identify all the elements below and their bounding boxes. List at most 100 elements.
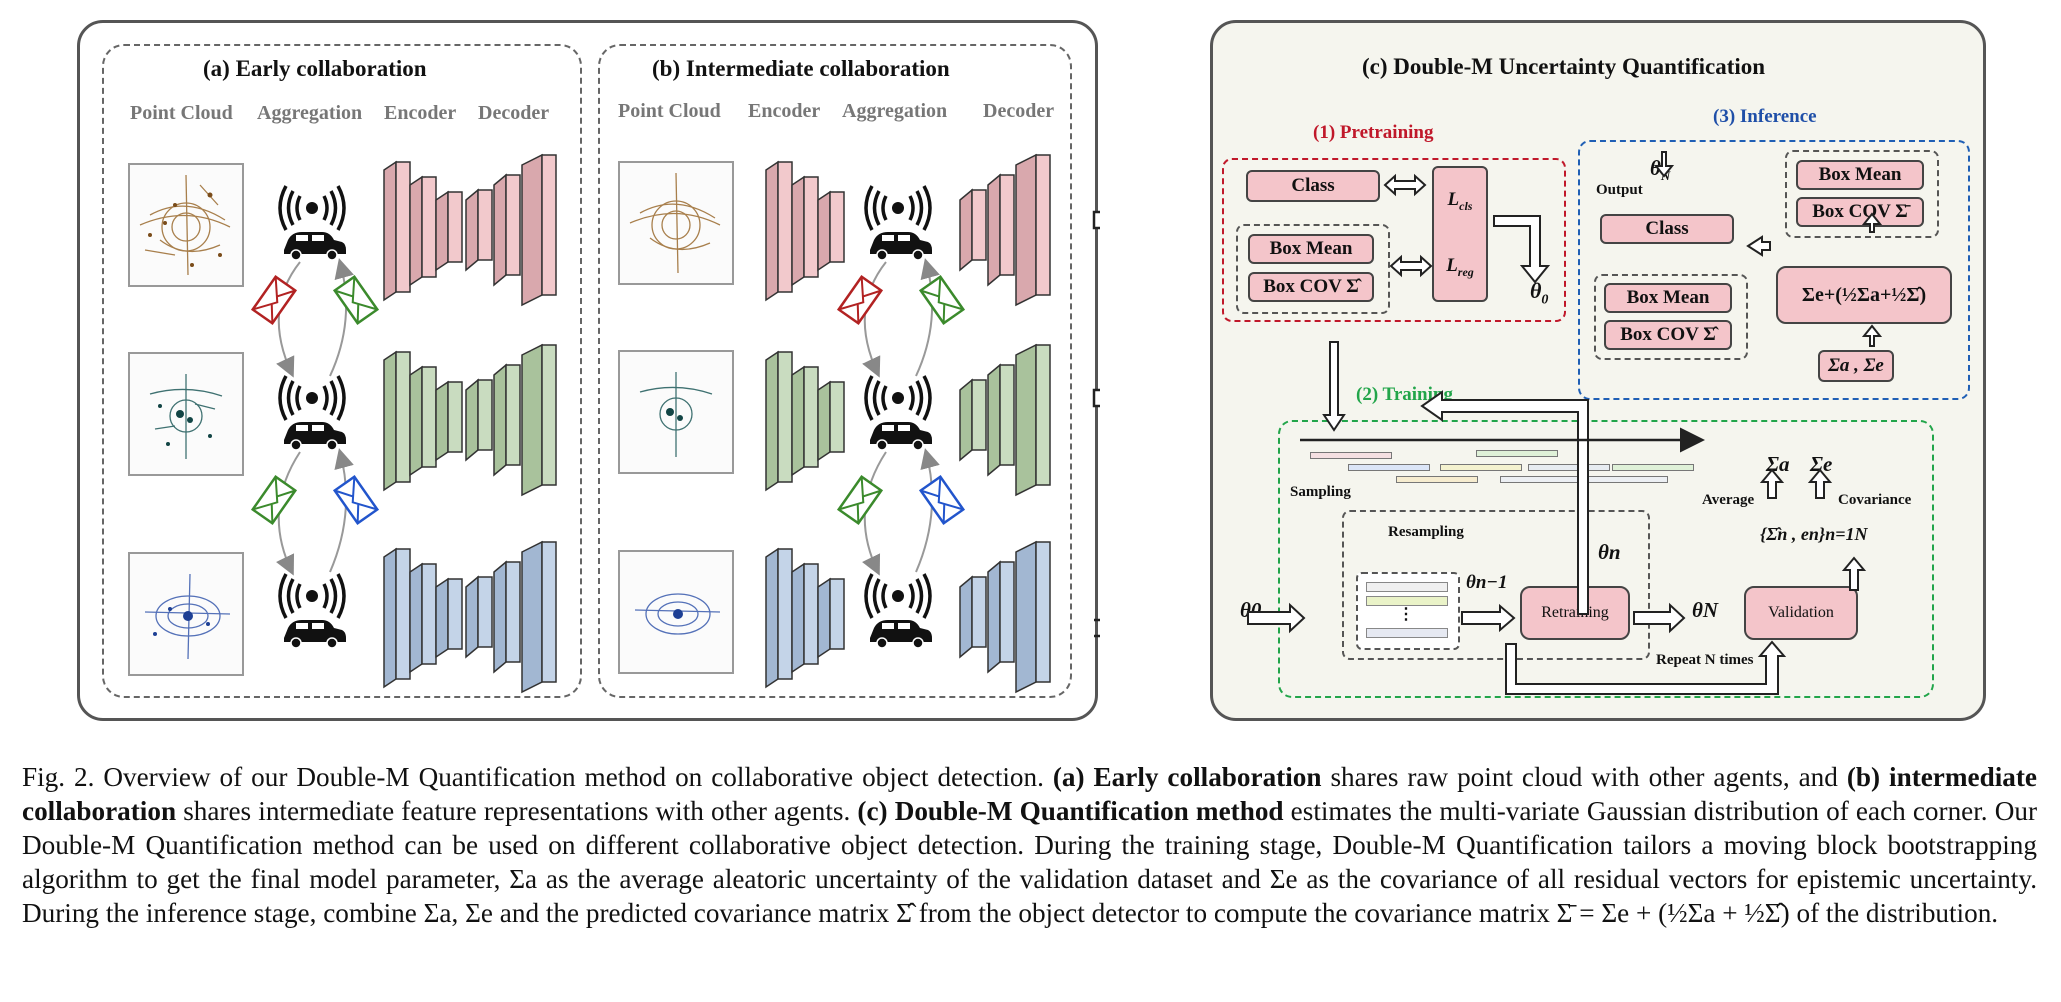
- a-row0-enc-0: [383, 160, 411, 302]
- b-row0-dec-0: [959, 188, 987, 272]
- training-theta-n-minus-1: θn−1: [1466, 572, 1508, 593]
- pretraining-title: (1) Pretraining: [1313, 122, 1434, 143]
- message-icon-a4: [332, 474, 380, 526]
- b-row1-enc-2: [817, 380, 845, 462]
- sample-block-2: [1366, 596, 1448, 606]
- sample-bar: [1396, 476, 1478, 483]
- agent-icon-b2: [864, 374, 934, 452]
- a-row2-enc-0: [383, 547, 411, 689]
- caption-s3: shares intermediate feature representati…: [176, 796, 858, 826]
- caption-s1: Overview of our Double-M Quantification …: [94, 762, 1053, 792]
- message-icon-a2: [332, 274, 380, 326]
- agent-icon-a1: [278, 184, 348, 262]
- a-header-point-cloud: Point Cloud: [130, 102, 233, 124]
- validation-box: Validation: [1744, 586, 1858, 640]
- intermediate-collaboration-panel: [598, 44, 1072, 698]
- inference-title: (3) Inference: [1713, 106, 1817, 127]
- b-row2-dec-0: [959, 575, 987, 659]
- retraining-box: Retraining: [1520, 586, 1630, 640]
- residual-set: {Σ̂n , en}n=1N: [1760, 524, 1868, 544]
- a-row1-enc-1: [409, 365, 437, 477]
- a-header-encoder: Encoder: [384, 102, 457, 124]
- b-header-decoder: Decoder: [983, 100, 1055, 122]
- a-row0-dec-1: [493, 173, 521, 287]
- a-row2-enc-1: [409, 562, 437, 674]
- average-label: Average: [1702, 492, 1755, 508]
- b-row1-enc-0: [765, 350, 793, 492]
- a-row1-enc-2: [435, 380, 463, 462]
- a-row0-dec-2: [521, 153, 557, 307]
- b-row2-enc-1: [791, 562, 819, 674]
- b-row0-enc-2: [817, 190, 845, 272]
- caption-s2: shares raw point cloud with other agents…: [1321, 762, 1847, 792]
- double-m-title: (c) Double-M Uncertainty Quantification: [1362, 54, 1766, 79]
- inference-box-cov-bottom: Box COV Σ̂: [1604, 320, 1732, 350]
- a-row1-dec-1: [493, 363, 521, 477]
- pretraining-box-group: [1236, 224, 1390, 314]
- point-cloud-image-2: [128, 352, 244, 476]
- collaboration-panel-frame: [77, 20, 1098, 721]
- early-collaboration-panel: [102, 44, 582, 698]
- b-row2-dec-1: [987, 560, 1015, 674]
- pretraining-box-cov: Box COV Σ̂: [1248, 272, 1374, 302]
- pretraining-class-box: Class: [1246, 170, 1380, 202]
- loss-reg: Lreg: [1446, 254, 1474, 279]
- figure-caption: Fig. 2. Overview of our Double-M Quantif…: [22, 760, 2037, 930]
- b-header-aggregation: Aggregation: [842, 100, 948, 122]
- sample-block-3: [1366, 628, 1448, 638]
- agent-icon-b3: [864, 572, 934, 650]
- caption-b2: (b) intermediate collaboration: [22, 762, 2037, 826]
- inference-theta-n: θN: [1650, 156, 1671, 184]
- inference-sigma-inputs: Σa , Σe: [1818, 350, 1894, 382]
- sample-bar: [1528, 464, 1610, 471]
- training-sigma-e: Σe: [1810, 452, 1833, 476]
- sample-bar: [1348, 464, 1430, 471]
- b-row0-dec-1: [987, 173, 1015, 287]
- b-row2-enc-2: [817, 577, 845, 659]
- training-theta-n: θn: [1598, 540, 1621, 564]
- sample-bar: [1310, 452, 1392, 459]
- inference-output-label: Output: [1596, 182, 1643, 198]
- covariance-label: Covariance: [1838, 492, 1912, 508]
- agent-icon-b1: [864, 184, 934, 262]
- b-row1-dec-1: [987, 363, 1015, 477]
- resampling-label: Resampling: [1388, 524, 1464, 540]
- a-header-decoder: Decoder: [478, 102, 550, 124]
- point-cloud-image-5: [618, 350, 734, 474]
- caption-prefix: Fig. 2.: [22, 762, 95, 792]
- sample-ellipsis: ⋮: [1398, 606, 1414, 623]
- loss-cls: Lcls: [1447, 188, 1473, 213]
- pretraining-section: [1222, 158, 1566, 322]
- pretraining-theta0: θ0: [1530, 278, 1549, 308]
- b-row2-enc-0: [765, 547, 793, 689]
- training-title: (2) Training: [1356, 384, 1453, 405]
- a-row0-enc-1: [409, 175, 437, 287]
- inference-box-mean-bottom: Box Mean: [1604, 283, 1732, 313]
- b-row0-enc-1: [791, 175, 819, 287]
- a-row2-enc-2: [435, 577, 463, 659]
- a-row1-dec-0: [465, 378, 493, 462]
- inference-class-box: Class: [1600, 214, 1734, 244]
- message-icon-b2: [918, 274, 966, 326]
- inference-box-mean-top: Box Mean: [1796, 160, 1924, 190]
- a-row2-dec-1: [493, 560, 521, 674]
- repeat-label: Repeat N times: [1656, 652, 1754, 668]
- point-cloud-image-3: [128, 552, 244, 676]
- b-row2-dec-2: [1015, 540, 1051, 694]
- sample-bar: [1612, 464, 1694, 471]
- point-cloud-image-1: [128, 163, 244, 287]
- b-row1-dec-0: [959, 378, 987, 462]
- resampling-region: [1342, 510, 1650, 660]
- caption-b1: (a) Early collaboration: [1052, 762, 1322, 792]
- sample-block-1: [1366, 582, 1448, 592]
- message-icon-a1: [250, 274, 298, 326]
- caption-b3: (c) Double-M Quantification method: [857, 796, 1284, 826]
- b-row0-enc-0: [765, 160, 793, 302]
- b-row1-enc-1: [791, 365, 819, 477]
- message-icon-a3: [250, 474, 298, 526]
- double-m-arrows: [1247, 151, 1883, 695]
- a-row0-dec-0: [465, 188, 493, 272]
- collaboration-diagram: [250, 153, 1100, 694]
- inference-bottom-box-group: [1594, 274, 1748, 360]
- a-row0-enc-2: [435, 190, 463, 272]
